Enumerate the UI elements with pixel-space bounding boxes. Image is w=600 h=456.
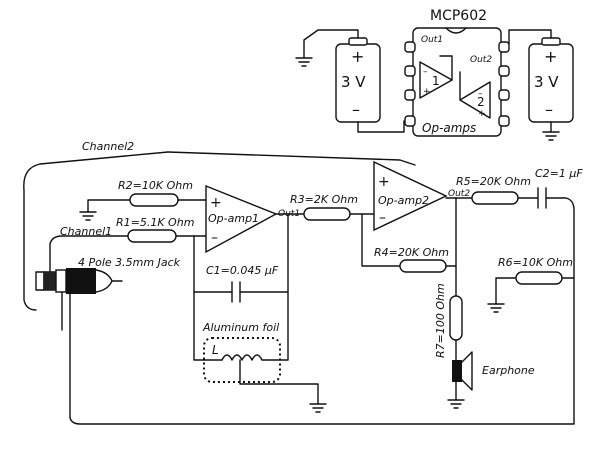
battery-right-plus: + (544, 47, 557, 66)
battery-left-plus: + (351, 47, 364, 66)
opamp1-minus: – (211, 230, 218, 246)
opamp1-plus: + (210, 195, 222, 211)
chip-caption: Op-amps (422, 121, 476, 135)
c1-label: C1=0.045 µF (206, 264, 279, 277)
battery-right (508, 29, 574, 141)
chip-out1-label: Out1 (421, 35, 443, 45)
jack-label: 4 Pole 3.5mm Jack (78, 256, 181, 269)
battery-left-minus: – (352, 100, 360, 119)
channel2-label: Channel2 (82, 140, 134, 153)
resistor-r6 (515, 271, 563, 285)
r1-label: R1=5.1K Ohm (116, 216, 194, 229)
opamp2-minus: – (379, 210, 386, 226)
chip-amp2-number: 2 (477, 95, 485, 109)
r4-label: R4=20K Ohm (374, 246, 449, 259)
opamp1-label: Op-amp1 (208, 212, 259, 225)
earphone-symbol (452, 351, 473, 391)
r2-label: R2=10K Ohm (118, 179, 193, 192)
opamp2-triangle (373, 160, 448, 232)
resistor-r2 (129, 193, 179, 207)
r3-label: R3=2K Ohm (290, 193, 358, 206)
chip-opamp-1-triangle (419, 61, 453, 99)
audio-jack (35, 268, 575, 425)
opamp2-out-label: Out2 (448, 189, 470, 199)
resistor-r4 (399, 259, 447, 273)
inductor-label: L (212, 343, 219, 357)
r6-label: R6=10K Ohm (498, 256, 573, 269)
r5-label: R5=20K Ohm (456, 175, 531, 188)
chip-title: MCP602 (430, 8, 487, 24)
resistor-r7 (449, 295, 463, 341)
battery-right-voltage: 3 V (534, 73, 559, 91)
resistor-r1 (127, 229, 177, 243)
mcp602-chip (404, 27, 510, 137)
chip-amp2-minus: – (478, 89, 483, 99)
chip-out2-label: Out2 (470, 55, 492, 65)
inductor-coil (221, 291, 289, 361)
foil-label: Aluminum foil (202, 321, 279, 334)
battery-right-minus: – (545, 100, 553, 119)
battery-left-voltage: 3 V (341, 73, 366, 91)
r7-label: R7=100 Ohm (434, 283, 447, 358)
chip-amp1-minus: – (423, 67, 428, 77)
channel2-wire (23, 151, 169, 311)
opamp2-plus: + (378, 174, 390, 190)
chip-amp1-plus: + (423, 87, 431, 97)
resistor-r3 (303, 207, 351, 221)
battery-left (295, 29, 405, 133)
channel1-label: Channel1 (60, 225, 112, 238)
chip-opamp-2-triangle (459, 81, 491, 119)
chip-amp1-number: 1 (432, 74, 440, 88)
chip-amp2-plus: + (478, 109, 486, 119)
earphone-label: Earphone (482, 364, 535, 377)
opamp2-label: Op-amp2 (378, 194, 429, 207)
resistor-r5 (471, 191, 519, 205)
opamp1-triangle (205, 184, 278, 254)
c2-label: C2=1 µF (535, 167, 583, 180)
